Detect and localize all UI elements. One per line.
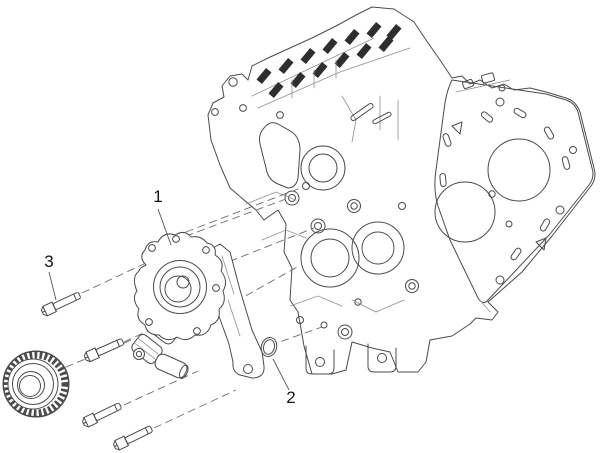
cylinder-bore-1	[487, 138, 551, 202]
timing-gear-drawing	[2, 350, 70, 418]
pump-flange-holes	[145, 235, 220, 335]
oil-pump-drawing	[131, 231, 265, 379]
casting-lines	[245, 79, 511, 313]
cylinder-bore-2	[434, 181, 496, 243]
block-feet	[305, 299, 491, 375]
bolt-icon-2	[82, 336, 126, 364]
callout-1-label: 1	[150, 187, 166, 207]
callout-2-number: 2	[286, 388, 296, 407]
front-bolt-bosses	[211, 77, 419, 340]
pump-rotor	[164, 275, 192, 303]
cam-ring	[351, 221, 405, 275]
bolt-icon-3	[80, 400, 124, 429]
gear-bore	[17, 371, 45, 399]
callout-3-label: 3	[41, 252, 57, 272]
deck-face	[434, 79, 594, 304]
crankcase-ribs	[251, 20, 411, 109]
timing-face	[211, 72, 511, 340]
engine-block-drawing	[207, 6, 596, 375]
callout-2-label: 2	[283, 388, 299, 408]
o-ring-drawing	[260, 337, 278, 357]
bolt-icon-4	[111, 423, 155, 452]
head-bolt-holes	[439, 97, 577, 285]
callout-leader-lines	[48, 208, 290, 391]
bolt-icon-1	[39, 289, 83, 318]
callout-3-number: 3	[44, 252, 54, 271]
crank-seal-ring	[300, 228, 360, 288]
engine-block-outline	[207, 6, 596, 375]
chain-chest-opening	[259, 122, 301, 189]
gear-teeth	[3, 351, 69, 417]
callout-1-number: 1	[153, 187, 163, 206]
pump-flange	[133, 231, 227, 341]
